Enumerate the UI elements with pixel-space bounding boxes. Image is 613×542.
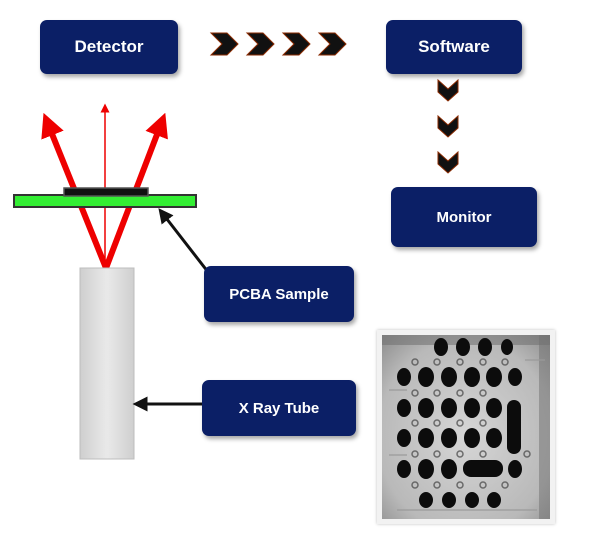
detector-label: Detector [74,37,144,56]
board-green [13,194,197,208]
trace-lines [389,359,545,511]
chevron-right-icon [209,32,239,56]
software-box: Software [386,20,522,74]
chevron-down-icon [437,78,459,102]
chevron-down-icon [437,114,459,138]
chevron-right-icon [245,32,275,56]
pcba-board [13,187,197,208]
monitor-box: Monitor [391,187,537,247]
xray-result-image [377,330,555,524]
pcba-sample-box: PCBA Sample [204,266,354,322]
xray-tube [79,267,135,460]
via-holes [411,358,531,489]
xray-tube-label: X Ray Tube [238,399,320,417]
solder-balls [397,338,522,508]
xray-tube-box: X Ray Tube [202,380,356,436]
pcba-pointer-arrow [158,208,210,273]
chevron-down-icon [437,150,459,174]
software-label: Software [418,37,490,56]
xray-background [382,335,550,519]
flow-chevrons-vertical [437,78,459,174]
detector-box: Detector [40,20,178,74]
board-component [63,187,149,197]
flow-chevrons-horizontal [209,32,347,56]
chevron-right-icon [281,32,311,56]
xray-dark-edge [539,335,550,519]
pcba-sample-label: PCBA Sample [229,285,329,303]
monitor-label: Monitor [436,208,492,226]
chevron-right-icon [317,32,347,56]
